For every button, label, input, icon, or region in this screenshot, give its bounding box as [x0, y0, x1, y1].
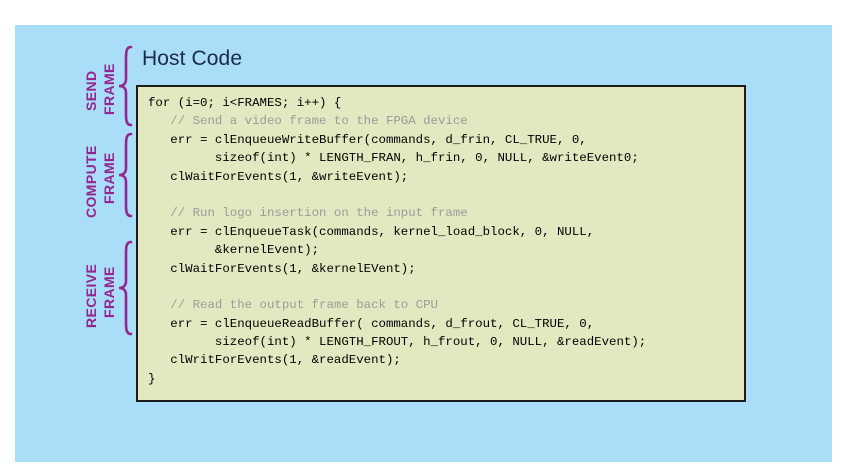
code-line [148, 278, 646, 296]
code-line: } [148, 371, 156, 386]
code-line: &kernelEvent); [148, 243, 320, 258]
code-line: err = clEnqueueWriteBuffer(commands, d_f… [148, 132, 587, 147]
annotation-label-line2: FRAME [101, 152, 117, 204]
annotation-label-line2: FRAME [101, 63, 117, 115]
annotation-label-line1: SEND [83, 70, 99, 112]
code-line: clWritForEvents(1, &readEvent); [148, 353, 401, 368]
code-line [148, 186, 646, 204]
code-line: // Read the output frame back to CPU [148, 298, 438, 313]
code-text: for (i=0; i<FRAMES; i++) { // Send a vid… [148, 94, 646, 388]
page-title: Host Code [142, 47, 243, 70]
code-line: err = clEnqueueReadBuffer( commands, d_f… [148, 316, 595, 331]
code-line: clWaitForEvents(1, &writeEvent); [148, 169, 409, 184]
annotation-label-line2: FRAME [101, 266, 117, 318]
annotation-label-line1: COMPUTE [83, 145, 99, 218]
code-line: sizeof(int) * LENGTH_FROUT, h_frout, 0, … [148, 335, 647, 350]
code-line: for (i=0; i<FRAMES; i++) { [148, 96, 342, 110]
curly-brace-icon [117, 45, 133, 127]
curly-brace-icon [117, 240, 133, 336]
code-line: sizeof(int) * LENGTH_FRAN, h_frin, 0, NU… [148, 151, 639, 166]
curly-brace-icon [117, 132, 133, 218]
annotation-label-line1: RECEIVE [83, 263, 99, 328]
slide-canvas: Host Code FRAME SEND FRAME COMPUTE FRAME… [15, 25, 832, 462]
code-block: for (i=0; i<FRAMES; i++) { // Send a vid… [136, 85, 746, 402]
code-line: clWaitForEvents(1, &kernelEVent); [148, 261, 416, 276]
code-line: err = clEnqueueTask(commands, kernel_loa… [148, 224, 595, 239]
code-line: // Run logo insertion on the input frame [148, 206, 468, 221]
code-line: // Send a video frame to the FPGA device [148, 114, 468, 129]
